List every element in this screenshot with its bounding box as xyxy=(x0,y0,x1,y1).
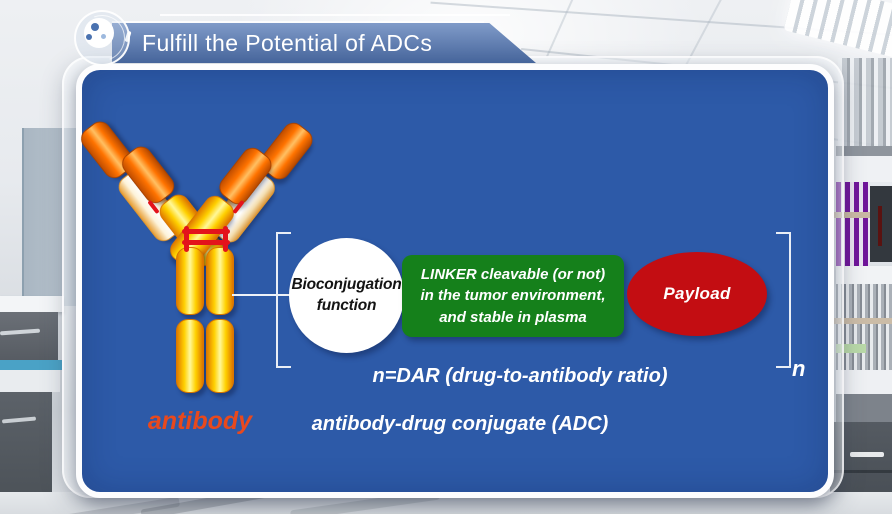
left-cabinet-drawer xyxy=(0,312,58,360)
counter-side xyxy=(836,394,892,422)
shelf xyxy=(836,156,892,182)
antibody-ch3-domain xyxy=(176,319,204,393)
right-bracket xyxy=(789,232,791,368)
hinge-bond xyxy=(182,229,230,234)
linker-text-line3: and stable in plasma xyxy=(439,308,587,326)
right-bracket xyxy=(776,366,791,368)
linker-text-line2: in the tumor environment, xyxy=(420,287,606,305)
linker-text-line1: LINKER cleavable (or not) xyxy=(420,266,606,284)
right-counter xyxy=(836,370,892,394)
header-accent-line xyxy=(160,14,510,16)
left-bracket xyxy=(276,366,291,368)
left-bracket xyxy=(276,232,278,368)
icon-dot xyxy=(101,34,106,39)
drawer-handle xyxy=(850,452,884,457)
bioconjugation-text-line2: function xyxy=(316,296,377,314)
right-bracket xyxy=(776,232,791,234)
adc-caption: antibody-drug conjugate (ADC) xyxy=(311,413,609,435)
glass-jars xyxy=(838,58,892,146)
banner-top-edge xyxy=(112,21,484,23)
cell-molecule-icon xyxy=(71,7,133,69)
antibody-label: antibody xyxy=(147,407,253,435)
payload-node: Payload xyxy=(627,252,767,336)
antibody-ch2-domain xyxy=(176,247,204,315)
linker-node: LINKER cleavable (or not) in the tumor e… xyxy=(402,255,624,337)
connector-line xyxy=(232,294,290,296)
dar-note: n=DAR (drug-to-antibody ratio) xyxy=(372,365,668,387)
cabinet-gap xyxy=(830,470,892,473)
hinge-bond xyxy=(223,226,228,252)
title-banner: Fulfill the Potential of ADCs xyxy=(112,23,536,63)
purple-test-tubes xyxy=(836,182,870,266)
antibody-ch2-domain xyxy=(206,247,234,315)
tube-rack-bar xyxy=(834,318,892,324)
hinge-bond xyxy=(182,240,230,245)
bioconjugation-node: Bioconjugation function xyxy=(289,238,404,353)
icon-cell-body xyxy=(84,18,114,48)
left-countertop xyxy=(0,296,64,312)
bioconjugation-text-line1: Bioconjugation xyxy=(291,276,402,294)
tube-rack-bar xyxy=(834,212,872,218)
left-counter xyxy=(0,370,60,392)
icon-dot xyxy=(91,23,99,31)
rack-green-strip xyxy=(836,344,866,353)
antibody-ch3-domain xyxy=(206,319,234,393)
shelf-bar xyxy=(836,146,892,156)
n-subscript: n xyxy=(792,356,806,381)
metal-test-tubes xyxy=(836,284,892,370)
page-title: Fulfill the Potential of ADCs xyxy=(142,29,433,56)
hinge-bond xyxy=(184,226,189,252)
counter-blue-strip xyxy=(0,360,62,370)
payload-label: Payload xyxy=(663,284,731,303)
antibody-stem-right xyxy=(206,247,234,393)
bottle xyxy=(878,206,882,246)
shelf xyxy=(836,266,892,284)
wall-panel xyxy=(22,128,82,306)
icon-dot xyxy=(86,34,92,40)
left-bracket xyxy=(276,232,291,234)
antibody-stem-left xyxy=(176,247,204,393)
